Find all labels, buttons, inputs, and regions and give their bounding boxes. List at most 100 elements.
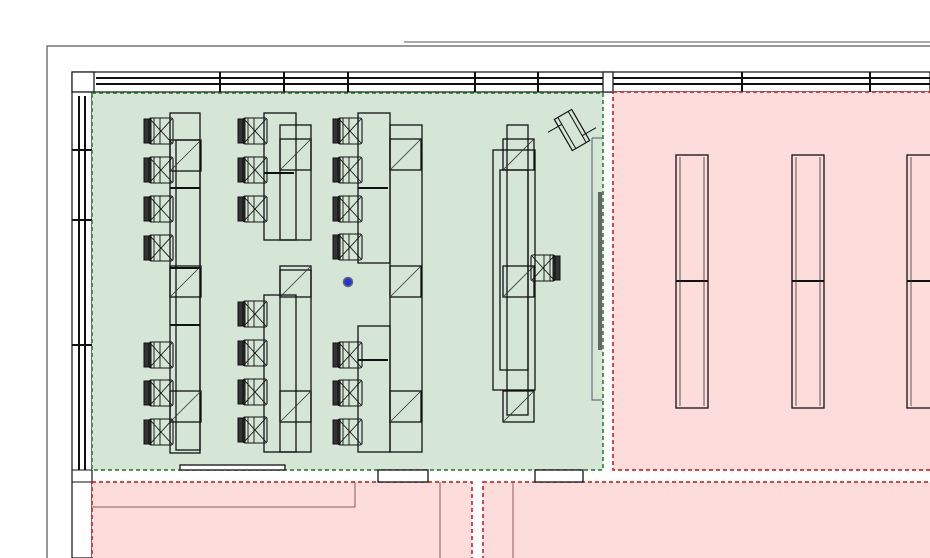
chair-icon [332,156,363,184]
north-wall [71,71,930,93]
chair-base [338,234,362,260]
chair-icon [143,418,174,446]
credenza [591,137,602,401]
building-outline [46,45,930,558]
chair-seat [242,339,268,367]
chair-base [531,255,555,281]
chair-seat [242,117,268,145]
chair-base [149,235,173,261]
whiteboard [598,192,602,350]
chair-seat [148,341,174,369]
chair-icon [332,418,363,446]
chair-seat [337,418,363,446]
chair-icon [237,378,268,406]
room-east[interactable] [612,91,930,471]
chair-back [237,340,246,366]
chair-back [143,380,152,406]
chair-seat [337,379,363,407]
chair-base [243,196,267,222]
chair-back [237,379,246,405]
desk-return-diagonal [169,139,202,172]
chair-seat [337,117,363,145]
desk-return [389,390,422,423]
desk [492,149,536,391]
chair-back [143,419,152,445]
desk-return-diagonal [502,138,535,171]
chair-icon [143,234,174,262]
chair-back [237,196,246,222]
desk-return [389,138,422,171]
desk-return-box [389,138,422,171]
room-south-east[interactable] [482,481,930,558]
chair-back [332,419,341,445]
desk-return-diagonal [502,265,535,298]
chair-base [338,380,362,406]
desk-return-box [279,265,312,298]
chair-seat [148,234,174,262]
lounge-chair [547,108,597,152]
desk-return-diagonal [279,390,312,423]
chair-seat [148,117,174,145]
chair-seat [148,418,174,446]
chair-base [338,157,362,183]
chair-base [243,379,267,405]
chair-seat [337,156,363,184]
chair-base [338,196,362,222]
desk-return-diagonal [389,390,422,423]
chair-back [143,235,152,261]
chair-base [243,157,267,183]
desk-return-box [502,138,535,171]
chair-back [143,157,152,183]
chair-icon [237,195,268,223]
desk-return-box [279,138,312,171]
chair-base [338,118,362,144]
chair-seat [242,416,268,444]
chair-seat [337,341,363,369]
desk [357,325,391,453]
chair-base [149,196,173,222]
chair-back [237,301,246,327]
desk-return-diagonal [169,265,202,298]
chair-icon [143,195,174,223]
desk-return [169,265,202,298]
room-south-west[interactable] [91,481,473,558]
chair-back [143,342,152,368]
chair-back [332,380,341,406]
desk-return-box [389,265,422,298]
west-wall [71,91,93,558]
chair-seat [148,156,174,184]
chair-icon [332,117,363,145]
desk-return-diagonal [279,138,312,171]
chair-icon [143,379,174,407]
chair-seat [337,233,363,261]
chair-icon [237,117,268,145]
chair-base [149,342,173,368]
chair-base [243,301,267,327]
chair-icon [332,379,363,407]
chair-seat [530,254,556,282]
chair-base [338,419,362,445]
desk-return-box [169,139,202,172]
chair-icon [143,341,174,369]
chair-back [552,255,561,281]
chair-base [149,118,173,144]
chair-icon [237,416,268,444]
desk-return [502,138,535,171]
chair-seat [242,378,268,406]
desk-return [279,138,312,171]
desk-return [389,265,422,298]
desk-return-box [279,390,312,423]
chair-back [143,196,152,222]
chair-back [332,157,341,183]
chair-icon [237,156,268,184]
chair-seat [242,156,268,184]
desk [279,124,312,241]
location-marker-icon[interactable] [342,276,354,288]
chair-base [149,419,173,445]
chair-icon [143,156,174,184]
desk [279,269,312,453]
desk-return-box [502,390,535,423]
chair-icon [332,195,363,223]
chair-back [237,417,246,443]
doors [179,464,584,483]
